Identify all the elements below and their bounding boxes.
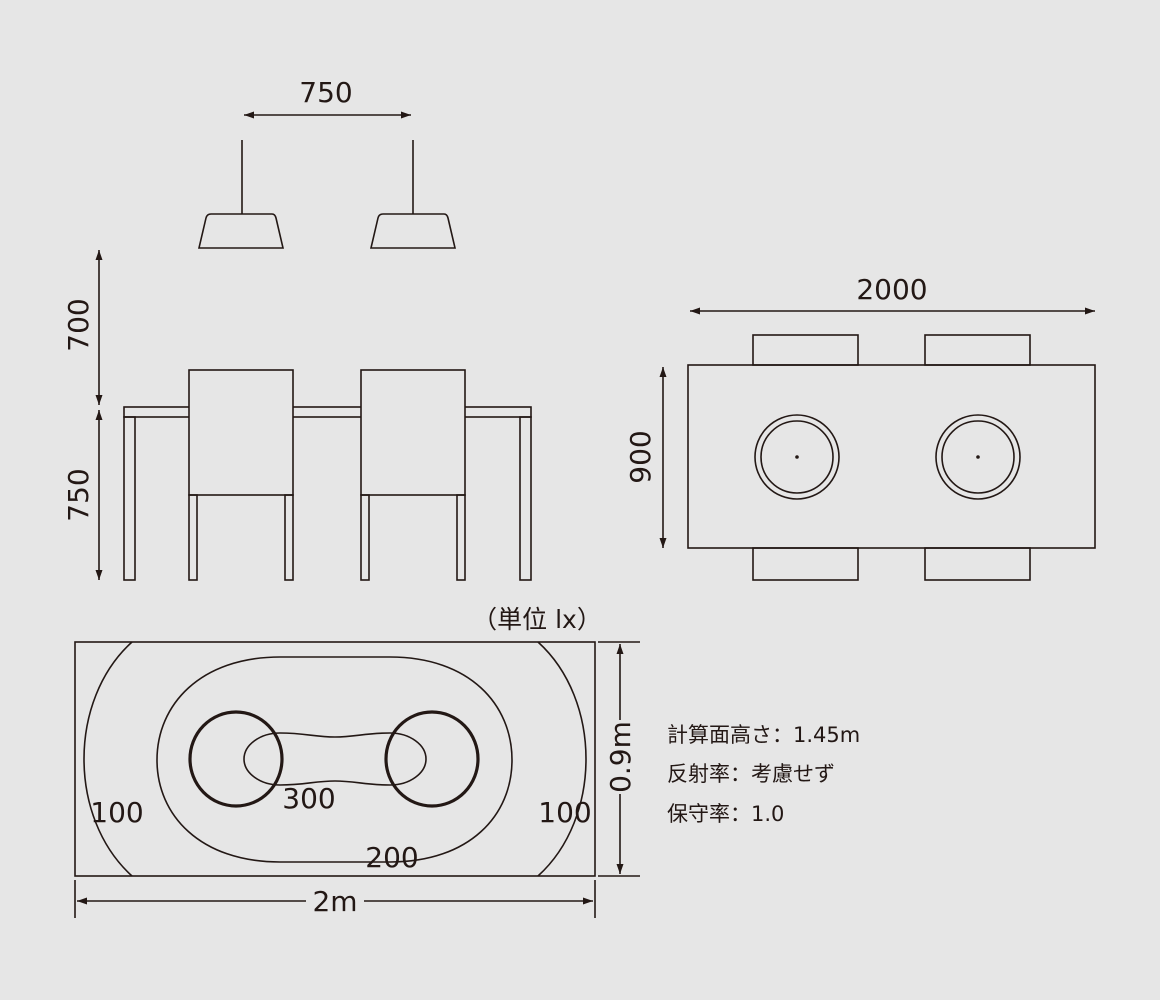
lamp-plan-left bbox=[754, 414, 840, 500]
note-calc-height: 計算面高さ：1.45m bbox=[667, 723, 860, 747]
unit-label: （単位 lx） bbox=[472, 605, 602, 634]
lamp-height-label: 700 bbox=[62, 298, 95, 351]
contour-300-right bbox=[384, 710, 480, 808]
calculation-notes: 計算面高さ：1.45m 反射率：考慮せず 保守率：1.0 bbox=[667, 723, 860, 826]
contour-200 bbox=[156, 656, 513, 863]
pendant-lamp-left bbox=[197, 140, 285, 249]
width-label: 2m bbox=[312, 885, 357, 918]
dining-table-plan bbox=[687, 364, 1096, 549]
chair-plan bbox=[924, 547, 1031, 581]
contour-100-right bbox=[537, 641, 587, 877]
note-maintenance-factor: 保守率：1.0 bbox=[667, 802, 784, 826]
chair-plan bbox=[924, 334, 1031, 366]
plan-view: 2000 900 bbox=[624, 273, 1096, 581]
chair-plan bbox=[752, 547, 859, 581]
chair-plan bbox=[752, 334, 859, 366]
contour-inner bbox=[243, 732, 427, 786]
contour-label-100-right: 100 bbox=[538, 796, 591, 829]
lamp-spacing-label: 750 bbox=[299, 76, 352, 109]
illuminance-map: （単位 lx） 100 100 300 200 0.9m 2m bbox=[74, 605, 640, 918]
lamp-plan-right bbox=[935, 414, 1021, 500]
contour-label-100-left: 100 bbox=[90, 796, 143, 829]
contour-100-left bbox=[83, 641, 133, 877]
contour-label-200: 200 bbox=[365, 841, 418, 874]
table-depth-label: 900 bbox=[624, 430, 657, 483]
table-height-label: 750 bbox=[62, 468, 95, 521]
depth-label: 0.9m bbox=[604, 721, 637, 793]
dining-table-elevation bbox=[123, 406, 532, 581]
table-width-label: 2000 bbox=[856, 273, 927, 306]
chair-elevation-right bbox=[360, 369, 466, 581]
contour-300-left bbox=[188, 710, 284, 808]
contour-label-300: 300 bbox=[282, 782, 335, 815]
note-reflectance: 反射率：考慮せず bbox=[667, 762, 835, 786]
table-outline bbox=[74, 641, 596, 877]
pendant-lamp-right bbox=[369, 140, 457, 249]
chair-elevation-left bbox=[188, 369, 294, 581]
elevation-view: 750 700 750 bbox=[62, 76, 532, 581]
